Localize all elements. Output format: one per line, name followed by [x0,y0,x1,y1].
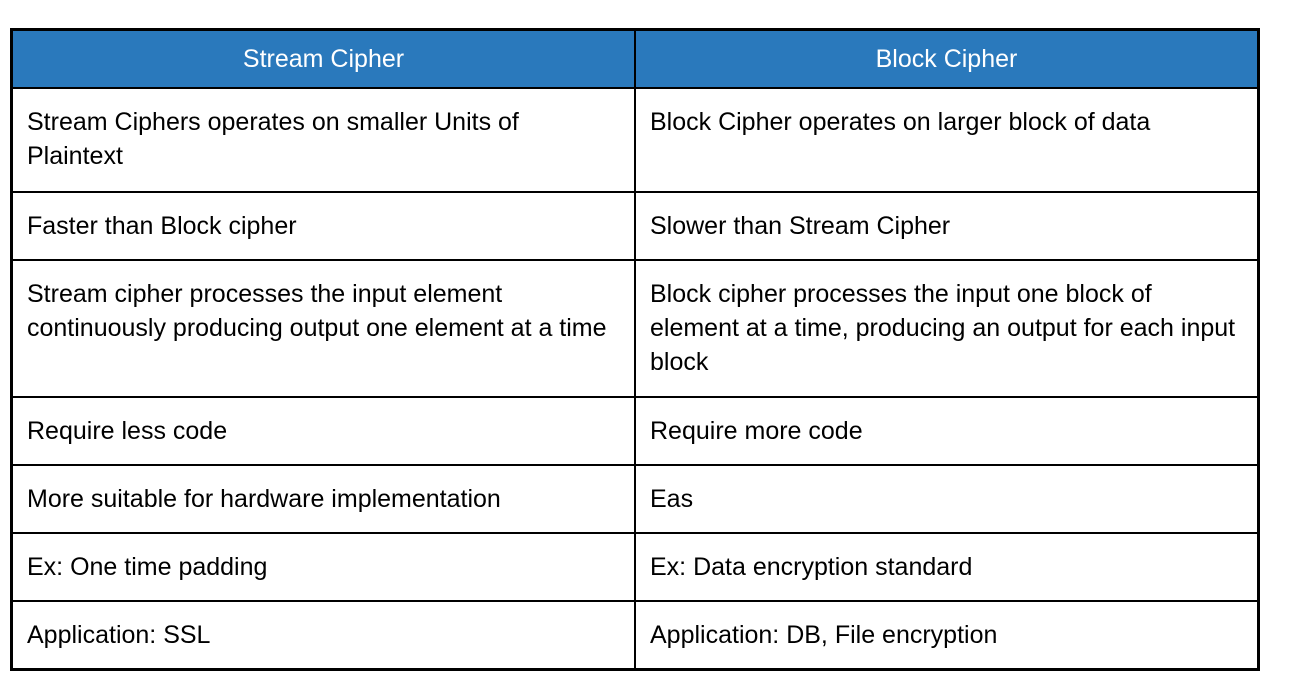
cell-block-code: Require more code [634,396,1260,466]
table-row: Faster than Block cipher Slower than Str… [10,191,1260,261]
cell-stream-application: Application: SSL [10,600,636,671]
cell-stream-hardware: More suitable for hardware implementatio… [10,464,636,534]
cell-block-units: Block Cipher operates on larger block of… [634,87,1260,193]
cipher-comparison-table: Stream Cipher Block Cipher Stream Cipher… [10,28,1260,671]
cell-stream-units: Stream Ciphers operates on smaller Units… [10,87,636,193]
table-row: Application: SSL Application: DB, File e… [10,600,1260,671]
cell-stream-processing: Stream cipher processes the input elemen… [10,259,636,398]
cell-stream-example: Ex: One time padding [10,532,636,602]
cell-stream-speed: Faster than Block cipher [10,191,636,261]
cell-block-speed: Slower than Stream Cipher [634,191,1260,261]
table-row: Stream cipher processes the input elemen… [10,259,1260,398]
header-block-cipher: Block Cipher [634,28,1260,89]
table-row: Require less code Require more code [10,396,1260,466]
cell-stream-code: Require less code [10,396,636,466]
table-row: More suitable for hardware implementatio… [10,464,1260,534]
table-row: Stream Ciphers operates on smaller Units… [10,87,1260,193]
table-row: Ex: One time padding Ex: Data encryption… [10,532,1260,602]
cell-block-processing: Block cipher processes the input one blo… [634,259,1260,398]
cell-block-application: Application: DB, File encryption [634,600,1260,671]
header-stream-cipher: Stream Cipher [10,28,636,89]
cell-block-example: Ex: Data encryption standard [634,532,1260,602]
cell-block-hardware: Eas [634,464,1260,534]
table-header-row: Stream Cipher Block Cipher [10,28,1260,89]
